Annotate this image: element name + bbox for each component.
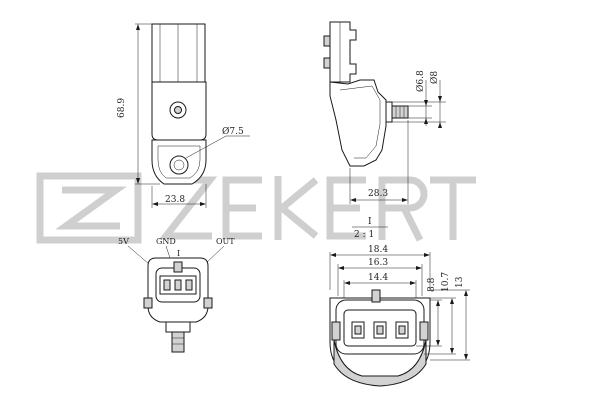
side-dia2-dim: Ø8 — [429, 71, 440, 84]
conn-width1-dim: 18.4 — [368, 245, 388, 255]
front-width-dim: 23.8 — [165, 195, 185, 205]
scale-note: I 2 : 1 — [352, 217, 388, 240]
conn-width3-dim: 14.4 — [368, 273, 388, 283]
conn-height3-dim: 13 — [455, 276, 465, 288]
pin-nozzle — [171, 331, 185, 353]
side-dia1-dim: Ø6.8 — [415, 70, 426, 92]
side-depth-dim: 28.3 — [368, 189, 388, 199]
mount-hole — [169, 155, 189, 175]
side-nozzle-collar — [385, 101, 393, 123]
logo-z-mark — [55, 186, 127, 230]
conn-latch — [371, 289, 381, 303]
conn-height1-dim: 8.8 — [427, 277, 437, 292]
connector-detail: 18.4 16.3 14.4 8.8 — [329, 245, 470, 387]
conn-height2-dim: 10.7 — [441, 272, 451, 292]
front-height-dim: 68.9 — [117, 98, 127, 118]
conn-width2-dim: 16.3 — [368, 258, 388, 268]
pin-3 — [185, 279, 193, 291]
pin-latch — [173, 261, 183, 273]
logo-wordmark — [158, 176, 476, 242]
front-view: 68.9 Ø7.5 23.8 — [117, 23, 250, 208]
pin-view: 5V GND OUT I — [118, 237, 235, 353]
pin-detail-mark: I — [177, 249, 180, 258]
logo-box — [36, 172, 142, 244]
side-body — [329, 79, 387, 167]
pin-out-label: OUT — [216, 237, 235, 246]
side-connector — [329, 21, 357, 83]
pin-gnd-label: GND — [156, 237, 176, 246]
conn-lower-lip — [333, 339, 427, 387]
pin-2 — [174, 279, 182, 291]
detail-label: I — [368, 217, 372, 227]
pin-1 — [163, 279, 171, 291]
scale-ratio: 2 : 1 — [354, 230, 374, 240]
pin-5v-label: 5V — [118, 237, 129, 246]
front-hole-dim: Ø7.5 — [222, 126, 244, 137]
brand-logo — [36, 172, 476, 244]
pin-nozzle-base — [165, 321, 191, 333]
side-view: Ø6.8 Ø8 28.3 — [323, 21, 446, 204]
